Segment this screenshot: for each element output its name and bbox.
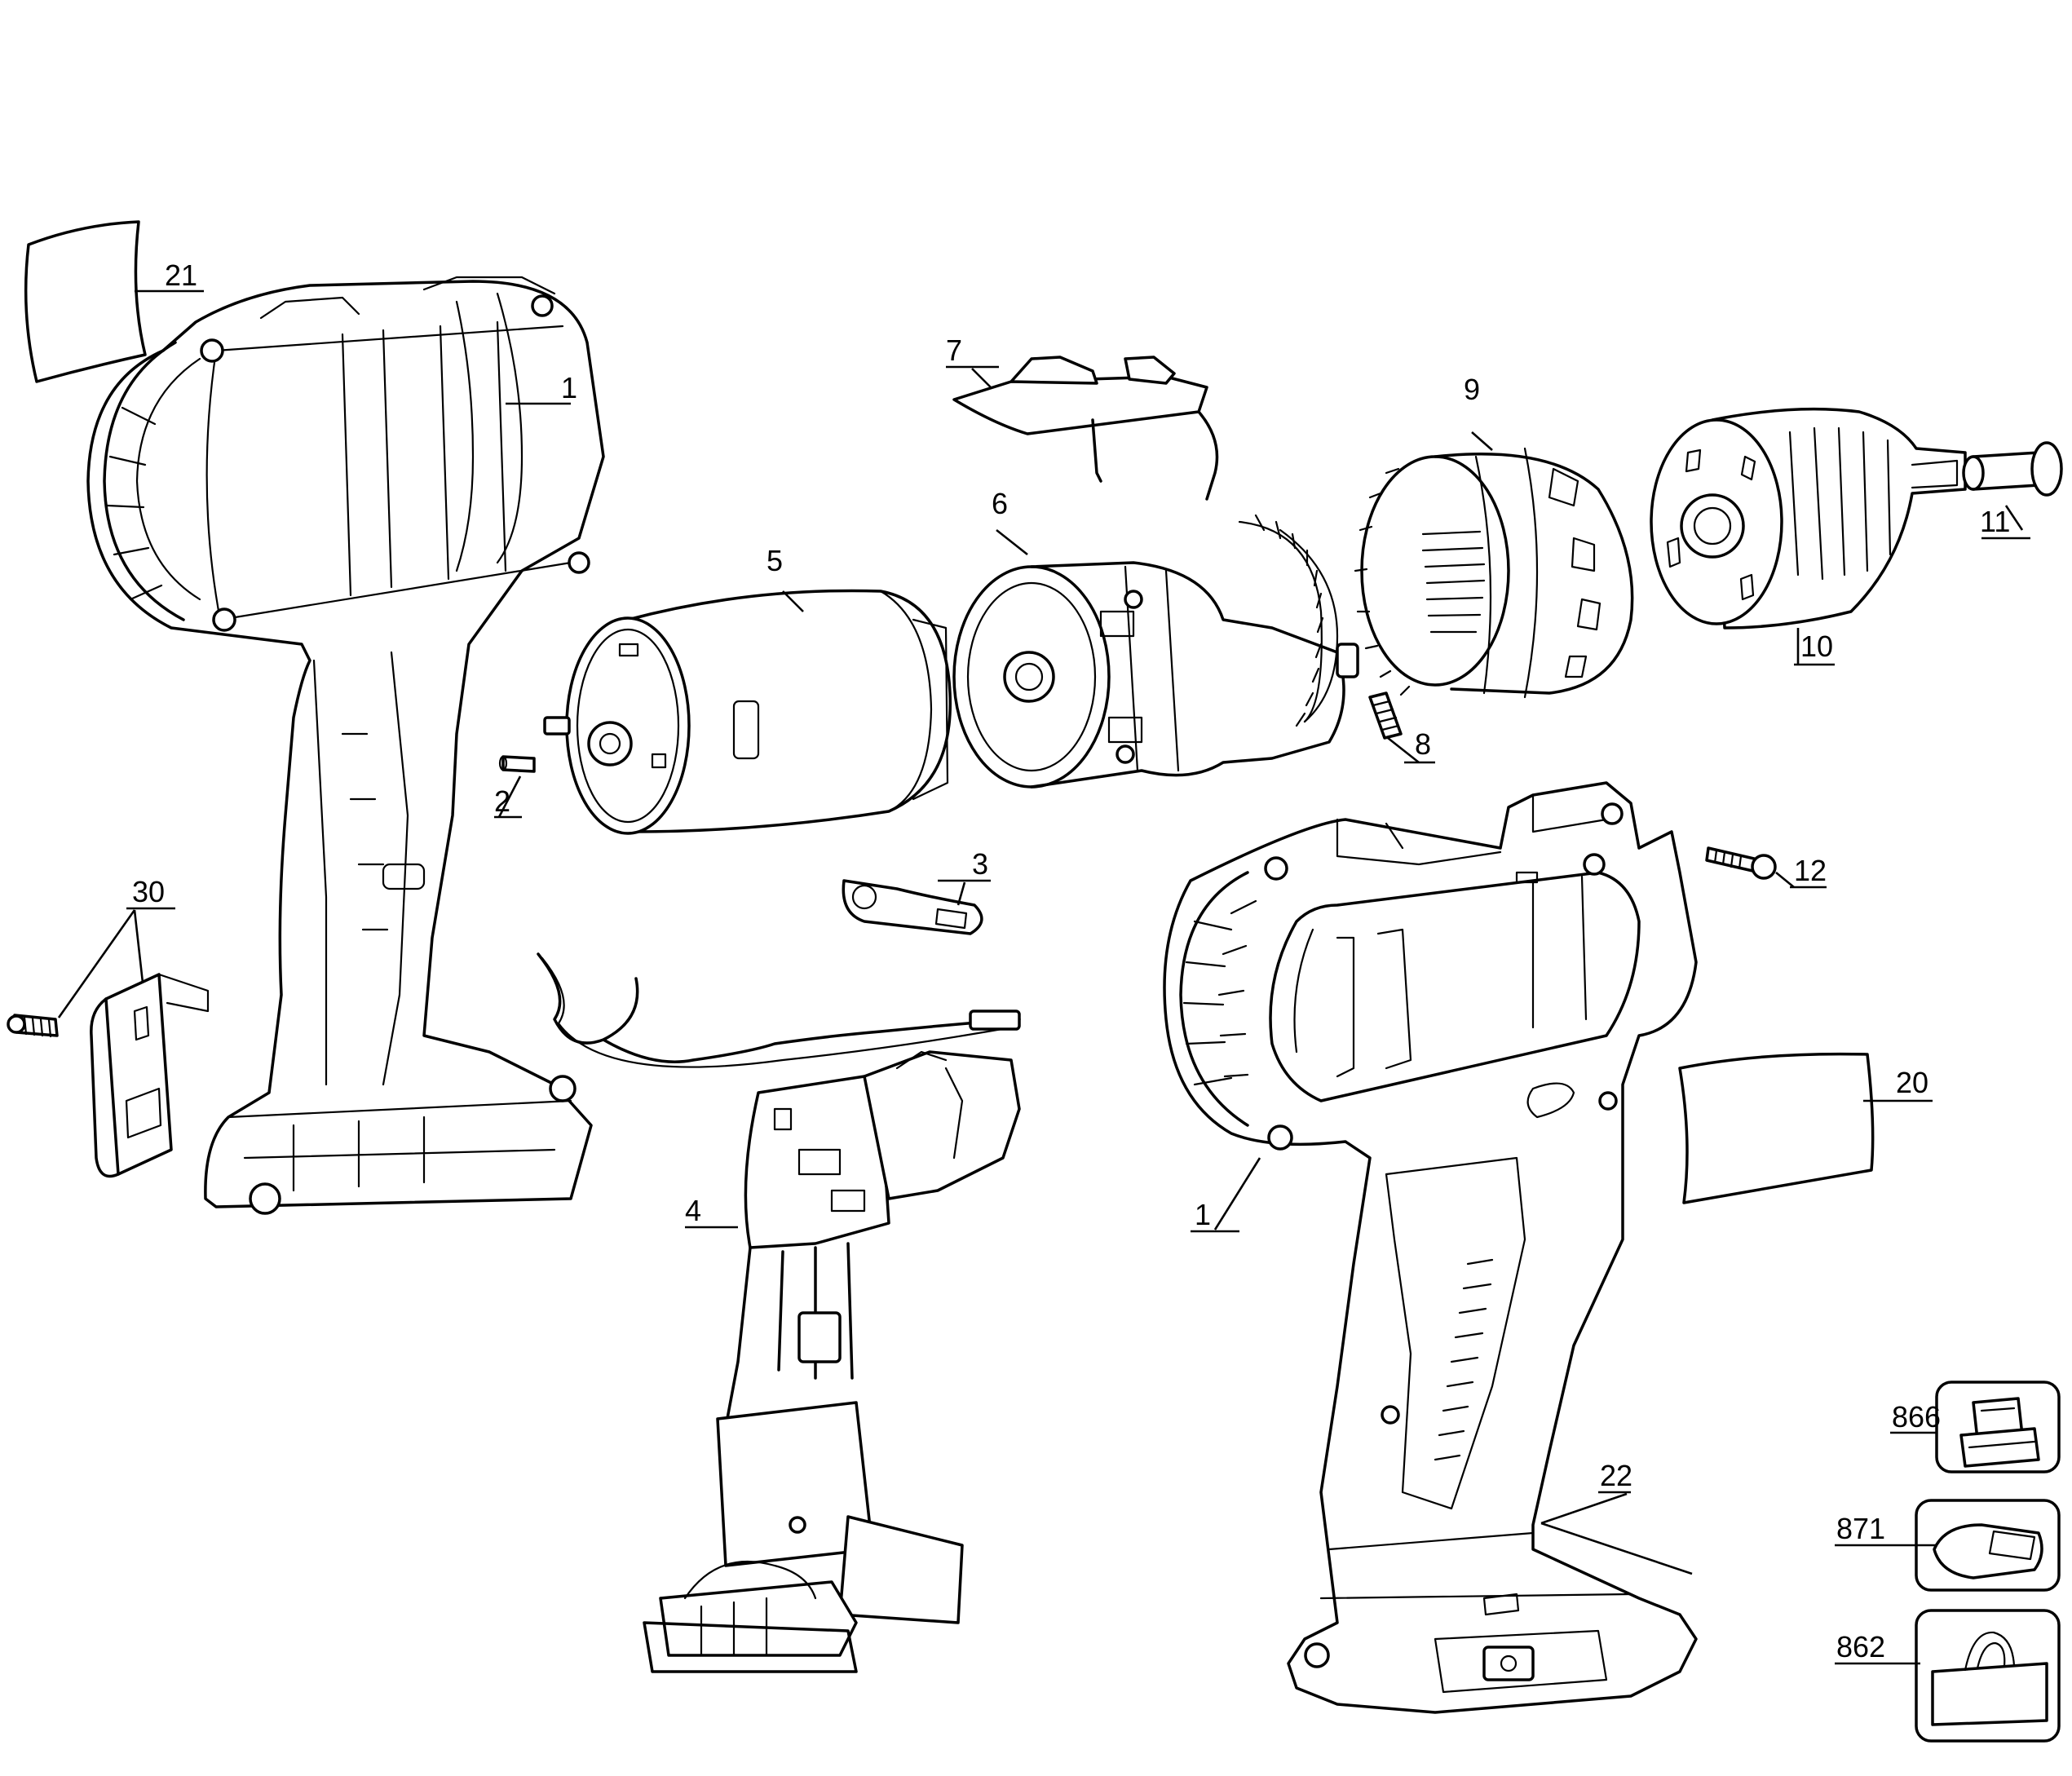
label-6: 6 [992,487,1008,520]
part-21-label-sheet [24,220,204,383]
label-2: 2 [494,784,510,818]
label-11: 11 [1980,505,2010,538]
label-1-left: 1 [561,371,577,404]
part-871-charger-icon [1835,1499,2061,1592]
label-866: 866 [1892,1400,1941,1434]
part-4-switch-assembly [537,952,1021,1673]
part-11-chuck-screw [1962,441,2063,540]
part-1-right-housing [1163,781,1698,1714]
part-30-belt-clip [7,907,210,1178]
part-8-spring [1368,691,1435,764]
label-30: 30 [132,875,165,908]
part-7-shift-plate [946,356,1219,501]
part-866-battery-icon [1890,1381,2061,1473]
part-1-left-housing [86,276,605,1215]
label-3: 3 [972,847,988,881]
label-10: 10 [1800,630,1833,663]
label-5: 5 [767,544,783,577]
part-10-chuck [1650,407,1967,666]
label-9: 9 [1464,373,1480,406]
part-5-motor [543,589,952,835]
label-12: 12 [1794,854,1827,887]
label-7: 7 [946,334,962,367]
label-4: 4 [685,1194,701,1227]
label-20: 20 [1896,1066,1928,1099]
part-20-label-sheet [1678,1052,1933,1204]
label-1-right: 1 [1195,1198,1211,1231]
part-22-leader [1540,1491,1693,1575]
part-862-bag-icon [1835,1609,2061,1743]
label-22: 22 [1600,1459,1632,1492]
part-2-pin [494,755,536,819]
label-21: 21 [165,258,197,292]
part-6-gearbox [952,514,1359,789]
label-8: 8 [1415,727,1431,761]
part-12-screw [1705,846,1827,889]
label-862: 862 [1836,1630,1885,1663]
part-9-torque-collar [1354,431,1634,699]
part-3-actuator [842,879,991,935]
label-871: 871 [1836,1512,1885,1545]
part-labels: 21 1 7 9 6 5 11 10 8 2 12 3 30 20 4 1 86… [132,258,2010,1663]
